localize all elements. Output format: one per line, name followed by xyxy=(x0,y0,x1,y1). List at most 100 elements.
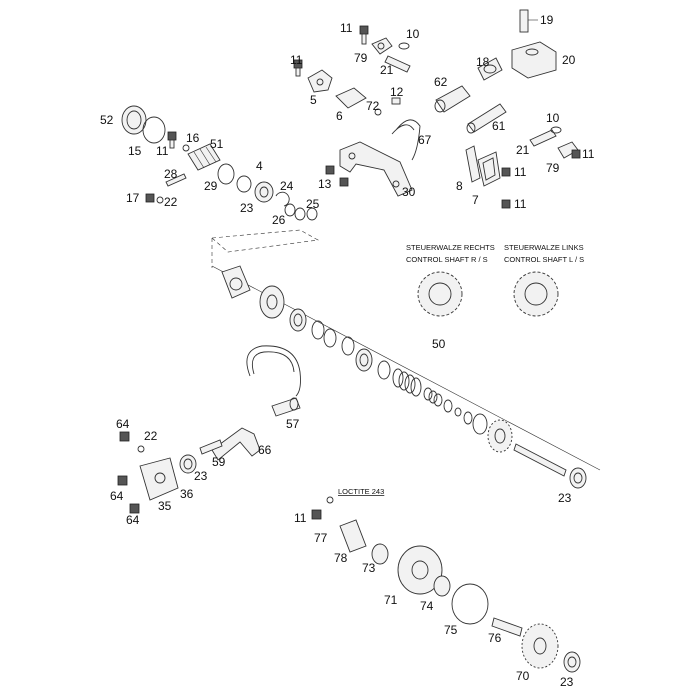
dashed-guide xyxy=(211,229,319,253)
callout-5: 5 xyxy=(310,93,317,107)
callout-7: 7 xyxy=(472,193,479,207)
part-73 xyxy=(371,543,389,565)
part-17 xyxy=(145,193,155,203)
part-21-top xyxy=(384,55,411,73)
callout-79: 79 xyxy=(354,51,368,65)
callout-72: 72 xyxy=(366,99,380,113)
part-8 xyxy=(465,145,481,183)
part-77 xyxy=(326,496,334,504)
part-75 xyxy=(451,583,489,625)
callout-74: 74 xyxy=(420,599,434,613)
caption-loctite: LOCTITE 243 xyxy=(338,487,384,496)
part-29 xyxy=(217,163,235,185)
callout-11: 11 xyxy=(294,511,307,525)
part-5 xyxy=(307,69,333,93)
callout-8: 8 xyxy=(456,179,463,193)
control-shaft-left-gear xyxy=(513,271,559,317)
callout-22: 22 xyxy=(164,195,178,209)
part-71 xyxy=(397,545,443,595)
callout-23: 23 xyxy=(560,675,574,689)
part-76 xyxy=(491,617,523,637)
callout-17: 17 xyxy=(126,191,140,205)
shaft-washer-3 xyxy=(341,336,355,356)
part-22-top xyxy=(156,196,164,204)
callout-26: 26 xyxy=(272,213,286,227)
impeller xyxy=(221,265,251,299)
caption-shaft-left-en: CONTROL SHAFT L / S xyxy=(504,255,584,264)
shaft-washer-1 xyxy=(311,320,325,340)
part-7 xyxy=(477,151,501,187)
part-16 xyxy=(182,144,190,152)
callout-22: 22 xyxy=(144,429,158,443)
callout-51: 51 xyxy=(210,137,224,151)
callout-20: 20 xyxy=(562,53,576,67)
part-35 xyxy=(139,457,179,501)
part-78 xyxy=(339,519,367,553)
part-52 xyxy=(121,105,147,135)
part-30 xyxy=(339,141,413,197)
callout-36: 36 xyxy=(180,487,194,501)
part-64-b xyxy=(117,475,140,514)
callout-12: 12 xyxy=(390,85,404,99)
bearing-23-shaft xyxy=(569,467,587,489)
callout-11: 11 xyxy=(156,144,169,158)
part-64-a xyxy=(119,431,130,442)
caption-shaft-right-en: CONTROL SHAFT R / S xyxy=(406,255,488,264)
callout-23: 23 xyxy=(194,469,208,483)
part-19 xyxy=(519,9,538,33)
callout-25: 25 xyxy=(306,197,320,211)
callout-10: 10 xyxy=(406,27,420,41)
part-10-right xyxy=(550,126,562,134)
shaft-drum xyxy=(259,285,285,319)
callout-11: 11 xyxy=(340,21,353,35)
part-79-top xyxy=(371,37,393,55)
part-62 xyxy=(434,85,471,113)
part-21-right xyxy=(529,129,557,147)
shaft-washer-5 xyxy=(443,399,473,425)
part-59 xyxy=(199,439,223,455)
callout-35: 35 xyxy=(158,499,172,513)
bearing-23-bottom xyxy=(563,651,581,673)
shaft-gear xyxy=(487,419,513,453)
part-61 xyxy=(466,103,507,134)
part-57 xyxy=(271,397,301,417)
part-18 xyxy=(477,57,503,81)
callout-19: 19 xyxy=(540,13,554,27)
callout-71: 71 xyxy=(384,593,398,607)
shaft-rod xyxy=(513,443,567,477)
callout-76: 76 xyxy=(488,631,502,645)
callout-15: 15 xyxy=(128,144,142,158)
part-67 xyxy=(391,119,421,161)
part-11-right-bolts xyxy=(501,149,581,209)
callout-62: 62 xyxy=(434,75,448,89)
control-shaft-right-gear xyxy=(417,271,463,317)
part-22-low xyxy=(137,445,145,453)
callout-61: 61 xyxy=(492,119,506,133)
callout-70: 70 xyxy=(516,669,530,683)
callout-52: 52 xyxy=(100,113,114,127)
shaft-ring xyxy=(472,413,488,435)
callout-79: 79 xyxy=(546,161,560,175)
callout-21: 21 xyxy=(516,143,530,157)
shaft-bearing-2 xyxy=(355,348,373,372)
bearing-23-top xyxy=(254,181,274,203)
callout-67: 67 xyxy=(418,133,432,147)
callout-29: 29 xyxy=(204,179,218,193)
callout-4: 4 xyxy=(256,159,263,173)
part-11-top-bolt xyxy=(359,25,369,45)
bearing-23-low xyxy=(179,454,197,474)
shaft-spring-small xyxy=(423,387,443,407)
callout-23: 23 xyxy=(558,491,572,505)
part-10-top xyxy=(398,42,410,50)
part-15 xyxy=(142,116,166,144)
caption-shaft-right-de: STEUERWALZE RECHTS xyxy=(406,243,495,252)
callout-57: 57 xyxy=(286,417,300,431)
shaft-spring-large xyxy=(392,368,422,397)
callout-73: 73 xyxy=(362,561,376,575)
callout-66: 66 xyxy=(258,443,272,457)
part-11-left-bolt xyxy=(293,59,303,77)
part-74 xyxy=(433,575,451,597)
callout-59: 59 xyxy=(212,455,226,469)
